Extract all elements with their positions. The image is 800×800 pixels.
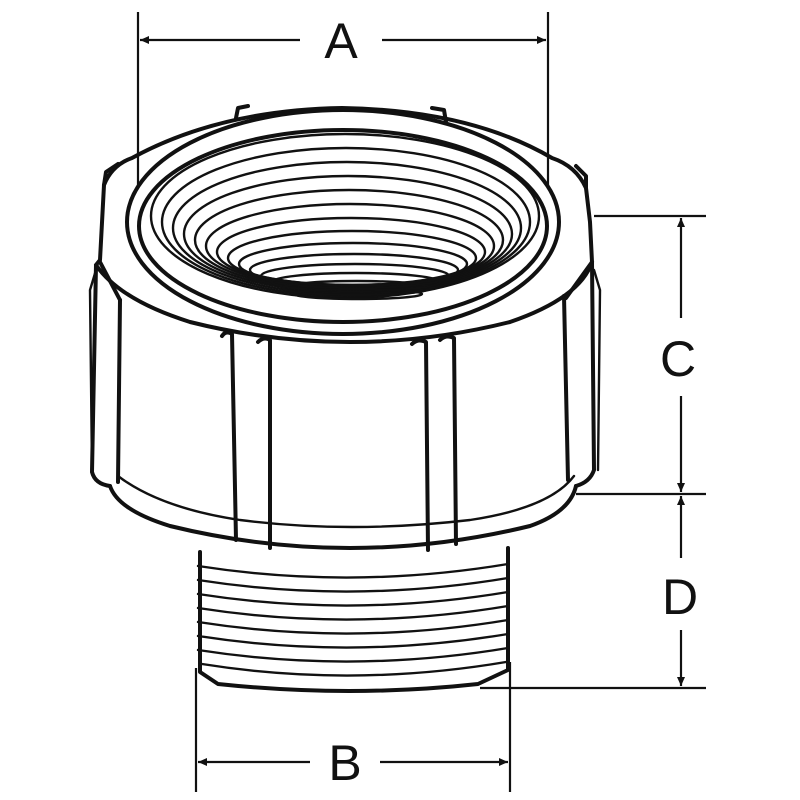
dimension-b-label: B <box>328 735 361 791</box>
nut-lower-band-inner <box>116 474 576 529</box>
dimension-c: C <box>576 214 706 496</box>
nut-bottom-outline <box>108 484 578 550</box>
dimension-a-label: A <box>324 13 358 69</box>
female-thread-bore <box>125 108 561 336</box>
male-thread-body <box>198 546 510 693</box>
bore-inner-rim <box>137 128 549 324</box>
dimension-d: D <box>480 496 706 690</box>
dimension-b: B <box>194 662 512 792</box>
dimension-c-label: C <box>660 331 696 387</box>
bore-outer-rim <box>125 108 561 336</box>
nut-upper-band <box>94 260 594 344</box>
nut-left-shoulder <box>90 183 112 488</box>
nut-top-lugs <box>88 104 602 472</box>
bore-thread-rings <box>149 132 541 301</box>
nut-flat-edges <box>98 260 594 552</box>
nut-body <box>88 104 602 552</box>
male-thread-ridges <box>196 562 510 677</box>
male-thread-section <box>196 546 510 693</box>
dimension-d-label: D <box>662 569 698 625</box>
dimension-a: A <box>136 12 550 188</box>
nut-right-shoulder <box>574 260 596 488</box>
